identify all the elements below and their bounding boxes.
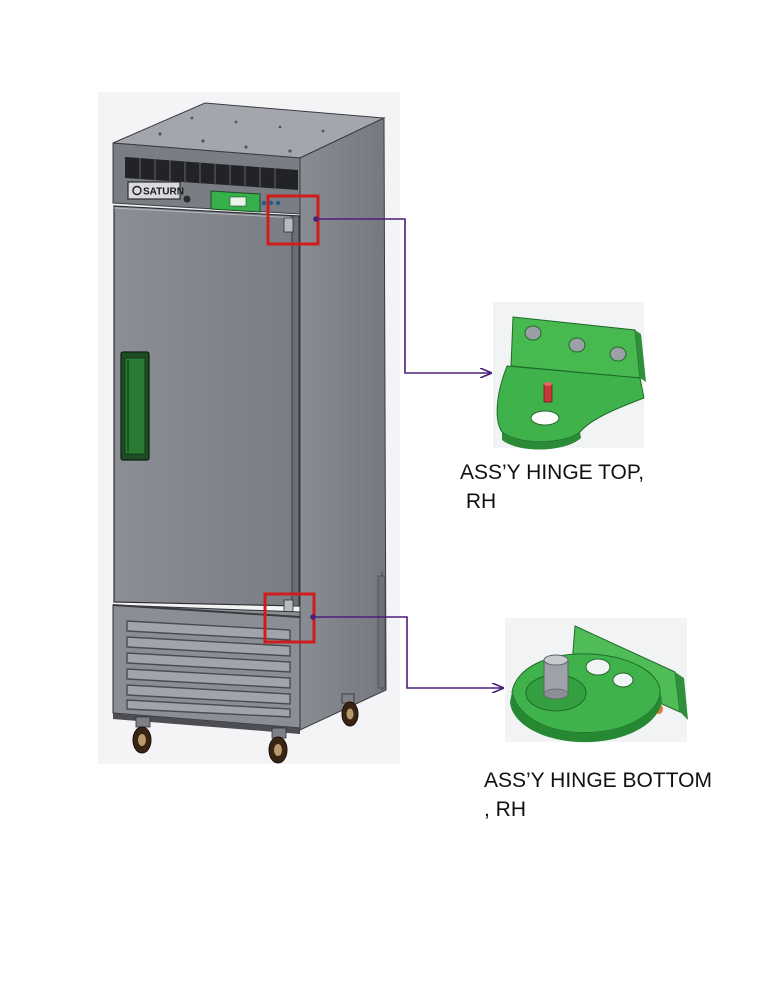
hinge-bottom-render: [505, 618, 688, 743]
brand-logo-icon: [132, 185, 142, 196]
hinge-top-caption-line2: RH: [460, 490, 497, 513]
top-screws: [158, 116, 325, 153]
hinge-bottom-caption-line1: ASS’Y HINGE BOTTOM: [484, 769, 712, 792]
lock-keyhole: [183, 195, 191, 203]
freezer-cabinet: SATURN: [98, 92, 400, 764]
hinge-top-caption: ASS’Y HINGE TOP, RH: [460, 458, 644, 516]
caster-rear-right: [341, 693, 359, 727]
control-buttons: [261, 200, 281, 206]
cabinet-side: [299, 117, 387, 731]
top-vent-grille: [125, 157, 298, 190]
hinge-top-render: [493, 302, 646, 450]
bottom-leader-arrow: [313, 616, 503, 688]
hinge-bottom-caption: ASS’Y HINGE BOTTOM , RH: [484, 766, 712, 824]
top-leader-arrow: [316, 218, 491, 373]
top-hinge-part: [283, 217, 294, 233]
caster-front-left: [132, 716, 152, 754]
casters: [132, 693, 359, 764]
brand-badge: [127, 181, 181, 200]
hinge-top-caption-line1: ASS’Y HINGE TOP,: [460, 461, 645, 484]
caster-front-right: [268, 727, 288, 764]
louvers: [126, 620, 291, 718]
brand-label: SATURN: [143, 187, 184, 198]
hinge-bottom-caption-line2: , RH: [484, 798, 526, 821]
